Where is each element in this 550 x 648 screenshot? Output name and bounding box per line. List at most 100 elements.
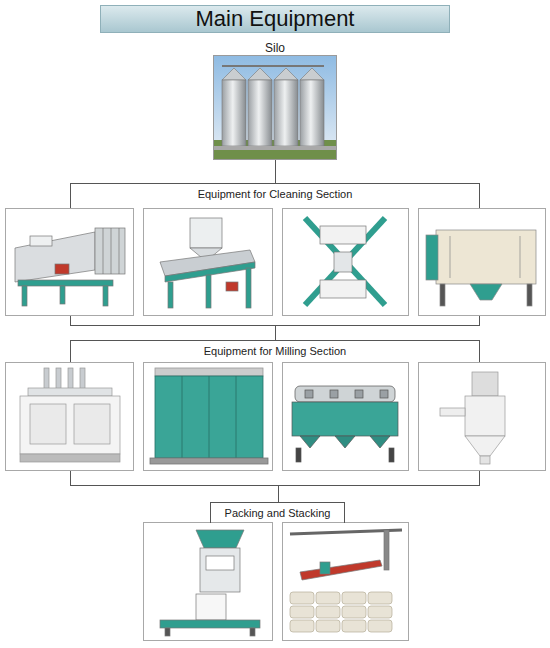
illustration-part xyxy=(144,209,273,316)
silo-box: Silo xyxy=(213,38,337,160)
illustration-part xyxy=(283,209,409,316)
illustration-part xyxy=(274,68,298,80)
illustration-part xyxy=(248,80,272,146)
illustration-part xyxy=(320,226,366,244)
illustration-part xyxy=(55,264,69,274)
illustration-part xyxy=(320,562,330,574)
illustration-part xyxy=(419,209,546,316)
illustration-part xyxy=(426,235,438,280)
illustration-part xyxy=(290,592,392,632)
illustration-part xyxy=(274,80,298,146)
illustration-part xyxy=(472,372,498,396)
illustration-part xyxy=(290,620,314,632)
illustration-part xyxy=(70,183,71,208)
illustration-part xyxy=(246,268,251,308)
illustration-part xyxy=(384,530,389,570)
illustration-part xyxy=(305,390,313,398)
illustration-part xyxy=(380,390,388,398)
stacking-picture xyxy=(290,530,402,632)
illustration-part xyxy=(68,368,73,390)
illustration-part xyxy=(330,390,338,398)
section-frame: Equipment for Milling Section xyxy=(70,340,480,486)
illustration-part xyxy=(196,530,244,548)
scourer-picture xyxy=(426,230,536,306)
section-heading: Equipment for Cleaning Section xyxy=(196,187,355,201)
silo-picture xyxy=(214,56,336,159)
illustration-part xyxy=(480,456,490,464)
illustration-part xyxy=(226,282,238,291)
illustration-part xyxy=(355,390,363,398)
illustration-part xyxy=(320,280,366,298)
illustration-part xyxy=(248,68,272,80)
illustration-part xyxy=(305,218,385,305)
illustration-part xyxy=(214,146,336,150)
illustration-part xyxy=(150,458,268,464)
illustration-part xyxy=(144,523,273,641)
illustration-part xyxy=(440,408,465,416)
illustration-part xyxy=(389,448,394,462)
illustration-part xyxy=(200,548,240,592)
illustration-part xyxy=(144,363,273,471)
illustration-part xyxy=(20,454,120,462)
illustration-part xyxy=(190,218,222,248)
illustration-part xyxy=(316,592,340,604)
illustration-part xyxy=(95,228,125,274)
illustration-part xyxy=(30,404,66,444)
illustration-part xyxy=(295,386,395,402)
illustration-part xyxy=(60,286,65,304)
section-frame: Equipment for Cleaning Section xyxy=(70,183,480,326)
roller-mill-picture xyxy=(20,368,120,462)
connector-line xyxy=(275,160,276,183)
image-frames xyxy=(6,209,546,641)
illustration-part xyxy=(335,436,355,448)
section-frame: Packing and Stacking xyxy=(210,502,345,523)
illustration-part xyxy=(206,275,211,308)
destoner-picture xyxy=(160,218,255,308)
illustration-part xyxy=(70,315,71,325)
connector-line xyxy=(275,326,276,340)
vibro-separator-picture xyxy=(15,228,125,306)
illustration-part xyxy=(292,402,398,436)
illustration-part xyxy=(479,183,480,208)
title-band: Main Equipment xyxy=(100,5,450,33)
section-heading: Equipment for Milling Section xyxy=(202,344,348,358)
section-heading: Packing and Stacking xyxy=(225,506,331,520)
illustration-part xyxy=(56,368,61,390)
illustration-part xyxy=(196,594,226,620)
illustration-part xyxy=(440,284,445,306)
illustration-part xyxy=(119,228,120,274)
purifier-picture xyxy=(292,386,398,462)
illustration-part xyxy=(527,284,532,306)
illustration-part xyxy=(316,606,340,618)
illustration-part xyxy=(334,252,352,272)
section-heading: Silo xyxy=(265,41,285,56)
illustration-part xyxy=(70,340,71,362)
plansifter-picture xyxy=(150,368,268,464)
illustration-part xyxy=(155,368,263,376)
illustration-part xyxy=(342,620,366,632)
illustration-part xyxy=(155,376,263,458)
illustration-part xyxy=(300,80,324,146)
illustration-part xyxy=(342,592,366,604)
illustration-part xyxy=(470,284,502,300)
illustration-part xyxy=(465,396,505,436)
magnetic-separator-picture xyxy=(305,218,385,305)
illustration-part xyxy=(70,470,71,485)
illustration-part xyxy=(22,286,27,306)
illustration-part xyxy=(436,230,536,284)
illustration-part xyxy=(222,68,246,80)
illustration-part xyxy=(290,592,314,604)
illustration-part xyxy=(44,368,49,390)
illustration-part xyxy=(290,606,314,618)
illustration-part xyxy=(479,340,480,362)
illustration-part xyxy=(305,218,385,305)
illustration-part xyxy=(28,388,112,396)
illustration-part xyxy=(296,448,301,462)
illustration-part xyxy=(206,556,234,570)
illustration-part xyxy=(111,228,112,274)
illustration-part xyxy=(283,363,409,471)
illustration-part xyxy=(168,282,173,308)
illustration-part xyxy=(342,606,366,618)
illustration-part xyxy=(30,236,52,246)
